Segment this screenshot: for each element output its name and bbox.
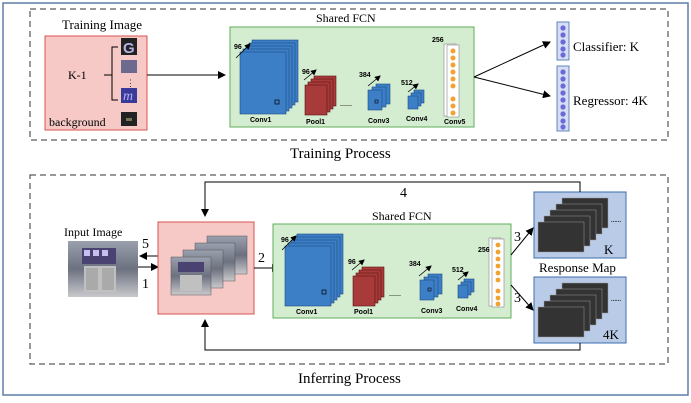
step-4: 4 (400, 186, 407, 201)
arrow-4-loop (201, 181, 581, 217)
t-conv5-label: Conv5 (444, 119, 466, 126)
arrow-to-classifier (473, 41, 551, 78)
t-conv3-label: Conv3 (368, 118, 390, 125)
i-256: 256 (478, 247, 490, 254)
image-pyramid-box (157, 221, 255, 315)
t-pool1-label: Pool1 (306, 119, 325, 126)
background-label: background (49, 115, 106, 129)
training-image-title: Training Image (62, 17, 142, 32)
sample-thumb-2 (121, 60, 137, 73)
inferring-pool1: Pool1 96 (348, 259, 385, 316)
arrow-bottom-loop (201, 319, 581, 351)
t-96-b: 96 (302, 69, 310, 76)
arrow-3a (510, 227, 534, 256)
training-pool1: Pool1 96 (302, 69, 337, 126)
i-conv3-label: Conv3 (421, 308, 443, 315)
t-conv1-label: Conv1 (250, 117, 272, 124)
rm-4k-dots: ...... (611, 293, 621, 303)
response-map-k-label: K (604, 242, 614, 257)
bracket (111, 46, 118, 101)
training-process-label: Training Process (290, 146, 391, 162)
classifier-head: Classifier: K (556, 21, 640, 61)
svg-text:G: G (123, 40, 135, 57)
training-fcn-title: Shared FCN (316, 11, 376, 25)
t-conv4-label: Conv4 (406, 116, 428, 123)
inferring-conv5: 256 (478, 237, 505, 308)
step-5: 5 (142, 237, 149, 252)
step-3b: 3 (514, 291, 521, 306)
rm-k-dots: ...... (611, 214, 621, 224)
sample-thumb-m (121, 88, 137, 103)
inferring-conv1: Conv1 96 (281, 233, 344, 316)
regressor-label: Regressor: 4K (573, 93, 648, 108)
t-512: 512 (401, 80, 413, 87)
t-384: 384 (359, 72, 371, 79)
t-dots: ...... (340, 99, 352, 108)
training-conv1: Conv1 96 (234, 39, 299, 124)
inferring-conv3: Conv3 384 (409, 261, 443, 315)
i-96-a: 96 (281, 237, 289, 244)
i-96-b: 96 (348, 259, 356, 266)
step-1: 1 (142, 277, 149, 292)
step-2: 2 (258, 251, 265, 266)
response-map-k: ...... K (533, 191, 627, 259)
input-image: Input Image (64, 225, 138, 297)
inferring-fcn-title: Shared FCN (372, 209, 432, 223)
training-conv3: Conv3 384 (359, 72, 391, 125)
i-dots: ...... (389, 289, 401, 298)
arrow-3b (510, 284, 534, 311)
classifier-label: Classifier: K (573, 39, 640, 54)
t-256: 256 (432, 37, 444, 44)
step-3a: 3 (514, 230, 521, 245)
t-96-a: 96 (234, 44, 242, 51)
training-dashed-frame (29, 8, 669, 141)
response-map-label: Response Map (539, 260, 616, 275)
training-conv5: 256 Conv5 (432, 37, 466, 126)
inferring-conv4: Conv4 512 (452, 267, 478, 313)
inferring-process-label: Inferring Process (298, 371, 401, 387)
svg-text:m: m (123, 89, 133, 104)
input-image-label: Input Image (64, 225, 122, 239)
i-384: 384 (409, 261, 421, 268)
i-pool1-label: Pool1 (354, 309, 373, 316)
inferring-fcn: Shared FCN Conv1 96 Pool1 96 ...... (272, 209, 512, 319)
k-minus-1-label: K-1 (68, 68, 87, 82)
i-conv4-label: Conv4 (456, 306, 478, 313)
svg-text:⋮: ⋮ (126, 78, 135, 88)
sample-thumb-g (121, 38, 137, 55)
training-fcn: Shared FCN Conv1 96 Pool1 96 ...... (229, 11, 475, 128)
inferring-dashed-frame (29, 174, 669, 365)
response-map-4k: ...... 4K (533, 276, 627, 344)
response-map-4k-label: 4K (603, 327, 620, 342)
i-512: 512 (452, 267, 464, 274)
arrow-to-regressor (473, 76, 551, 99)
training-image-box: Training Image K-1 background G ⋮ m (44, 17, 148, 131)
regressor-head: Regressor: 4K (556, 65, 648, 132)
training-conv4: Conv4 512 (401, 80, 428, 123)
i-conv1-label: Conv1 (296, 309, 318, 316)
